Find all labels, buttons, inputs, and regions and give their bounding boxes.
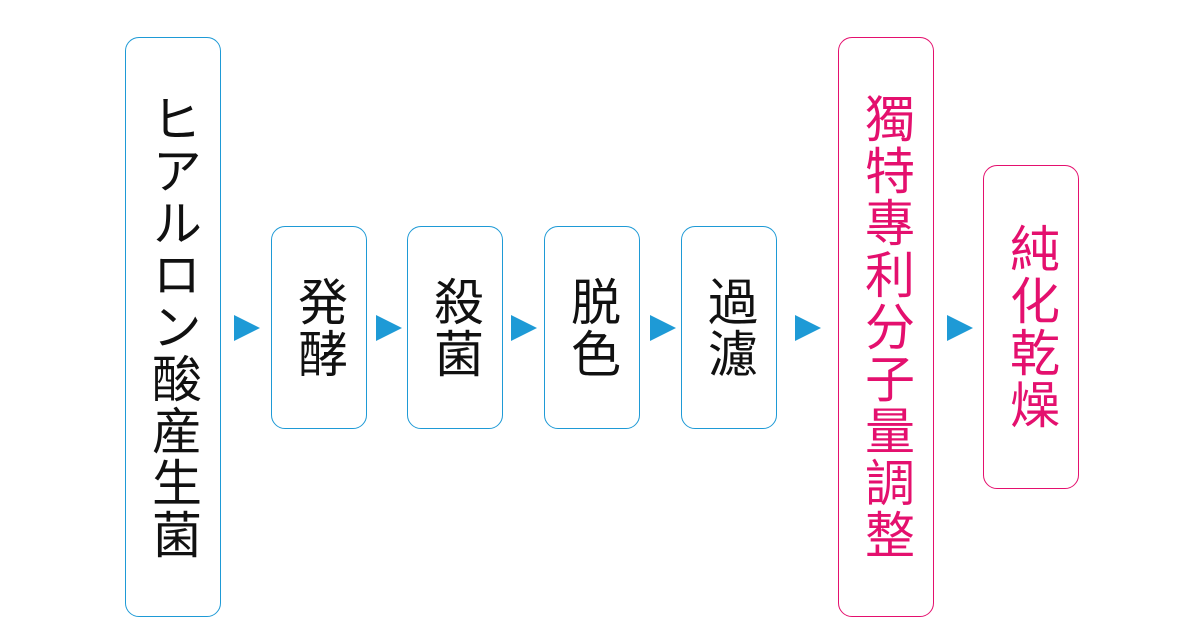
flow-arrow-icon [947, 315, 973, 341]
flow-arrow-icon [376, 315, 402, 341]
flow-arrow-icon [795, 315, 821, 341]
step-label: 脱色 [563, 275, 621, 380]
step-label: 発酵 [290, 275, 348, 380]
flow-arrow-icon [511, 315, 537, 341]
flow-arrow-icon [650, 315, 676, 341]
step-label: ヒアルロン酸産生菌 [144, 93, 202, 561]
step-label: 過濾 [700, 275, 758, 380]
step-molecular-weight-adjustment: 獨特專利分子量調整 [838, 37, 934, 617]
step-label: 獨特專利分子量調整 [857, 93, 915, 561]
step-label: 殺菌 [426, 275, 484, 380]
step-sterilization: 殺菌 [407, 226, 503, 429]
flow-arrow-icon [234, 315, 260, 341]
step-label: 純化乾燥 [1002, 223, 1060, 431]
step-purification-drying: 純化乾燥 [983, 165, 1079, 489]
step-fermentation: 発酵 [271, 226, 367, 429]
step-filtration: 過濾 [681, 226, 777, 429]
step-decolorization: 脱色 [544, 226, 640, 429]
step-hyaluronic-acid-producing-bacteria: ヒアルロン酸産生菌 [125, 37, 221, 617]
